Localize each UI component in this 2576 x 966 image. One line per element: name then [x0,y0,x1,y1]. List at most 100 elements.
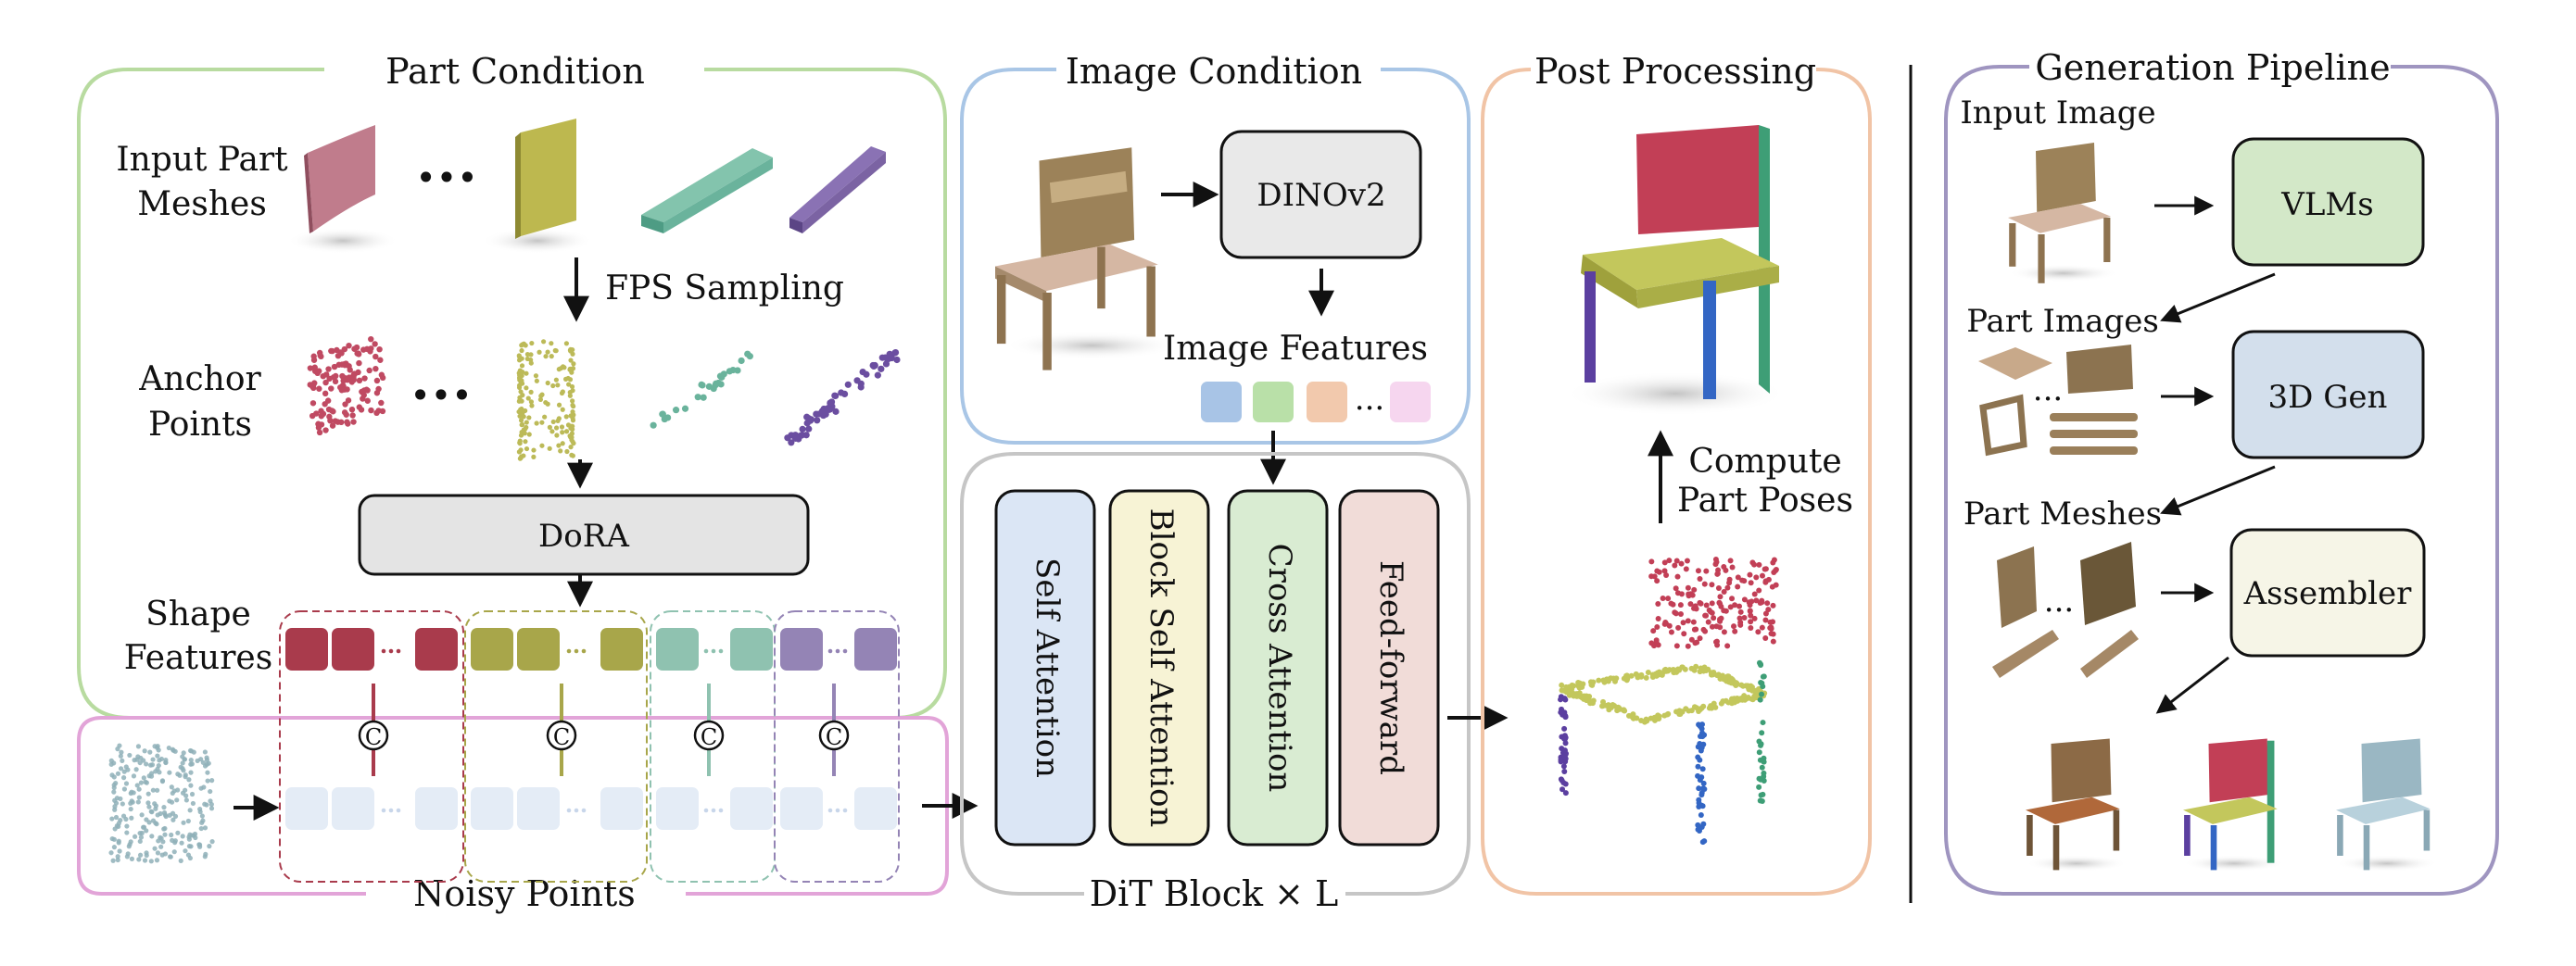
anchor-point [738,357,745,365]
anchor-point [550,419,556,425]
point [1645,670,1651,676]
point [1736,603,1743,609]
noise-point [163,813,169,820]
point [1755,629,1762,635]
anchor-cloud-back [307,335,386,436]
point [1680,620,1686,626]
point [1561,769,1568,775]
anchor-point [360,392,367,398]
anchor-ellipsis: ••• [410,375,472,416]
point [1675,624,1682,631]
anchor-point [355,351,362,358]
point [1759,730,1765,736]
point [1721,588,1727,595]
noise-point [115,857,120,863]
noise-point [183,774,188,780]
noise-point [166,745,171,751]
point [1700,626,1707,633]
noise-point [147,762,154,768]
point [1696,721,1702,728]
part-condition-title: Part Condition [385,51,645,92]
noise-point [161,805,167,810]
point [1635,674,1641,681]
vlms-label: VLMs [2280,186,2373,223]
noise-point [174,797,180,803]
point [1559,682,1565,688]
point [1757,742,1763,748]
point [1762,579,1769,585]
noise-point [188,783,194,788]
point [1558,696,1564,703]
noise-point [181,820,186,825]
noise-point [175,830,181,835]
image-features-label: Image Features [1163,330,1428,368]
anchor-point [376,345,383,353]
anchor-point [346,363,352,370]
dinov2-label: DINOv2 [1256,177,1385,214]
noise-point [182,757,187,762]
point [1677,602,1684,608]
anchor-point [788,439,795,446]
anchor-point [571,404,576,409]
point [1600,698,1607,705]
point [1674,573,1681,580]
point [1701,665,1708,671]
anchor-point [528,399,535,405]
noise-point [189,791,196,797]
anchor-point [368,407,374,414]
point [1757,696,1763,703]
anchor-point [373,365,379,372]
point [1695,822,1701,828]
dinov2-box [1219,130,1422,259]
noise-point [136,786,142,792]
input-chair-image [995,147,1181,370]
noise-point [141,775,146,781]
point [1721,608,1727,614]
noise-point [181,750,186,756]
anchor-point [324,397,332,404]
noise-point [209,839,215,845]
point [1658,671,1664,677]
anchor-point [375,408,382,414]
noise-point [208,806,215,811]
output-chair-textured [2026,738,2128,872]
point [1563,689,1570,696]
point [1700,821,1707,827]
noise-point [175,772,181,777]
anchor-point [545,349,550,355]
noise-point [187,747,194,754]
image-feature-token [1201,382,1242,422]
noise-ellipsis-dot [703,808,709,813]
point [1562,790,1569,797]
noise-point [202,801,208,807]
anchor-point [378,371,385,378]
anchor-point [517,440,523,445]
anchor-point [329,422,336,429]
noise-token [285,787,328,830]
noise-point [128,800,133,806]
anchor-point [524,370,529,376]
anchor-point [539,443,545,448]
anchor-point [569,452,575,458]
point [1717,594,1724,600]
point [1561,753,1568,759]
anchor-point [517,377,523,383]
anchor-point [563,414,569,420]
anchor-point [528,389,534,395]
point [1713,623,1720,630]
noise-point [131,773,137,779]
noise-point [149,834,155,839]
part-images-label: Part Images [1966,303,2159,340]
point [1596,677,1602,684]
noise-point [129,856,135,861]
noise-point [170,817,176,822]
noise-point [129,789,134,795]
anchor-point [367,348,373,355]
point [1709,582,1715,588]
noise-point [156,762,161,769]
noise-point [146,804,152,809]
gen3d-label: 3D Gen [2268,379,2388,416]
point [1739,577,1746,583]
noise-point [144,817,149,822]
noise-point [134,783,140,788]
